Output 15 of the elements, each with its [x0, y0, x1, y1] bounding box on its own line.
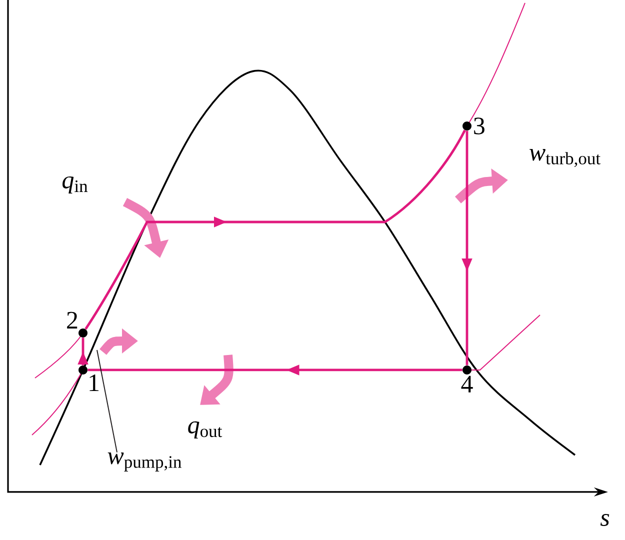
work-label: w$_{pump,in}$	[108, 452, 182, 472]
process-line	[84, 130, 466, 330]
symbol-label: q$_{out}$	[188, 421, 222, 439]
symbol-label: s	[600, 514, 610, 526]
node-label: 4	[461, 376, 473, 392]
state-point: 4	[461, 365, 473, 392]
state-point: 3	[462, 118, 484, 134]
node-label: 3	[474, 118, 484, 134]
symbol-label: q$_{in}$	[62, 176, 88, 194]
node-label: 1	[90, 374, 99, 392]
state-point: 2	[67, 312, 88, 338]
node-label: 2	[67, 312, 78, 328]
leader-line	[96, 349, 118, 453]
state-point: 1	[78, 365, 99, 392]
symbol-label: w$_{turb,out}$	[530, 149, 600, 167]
